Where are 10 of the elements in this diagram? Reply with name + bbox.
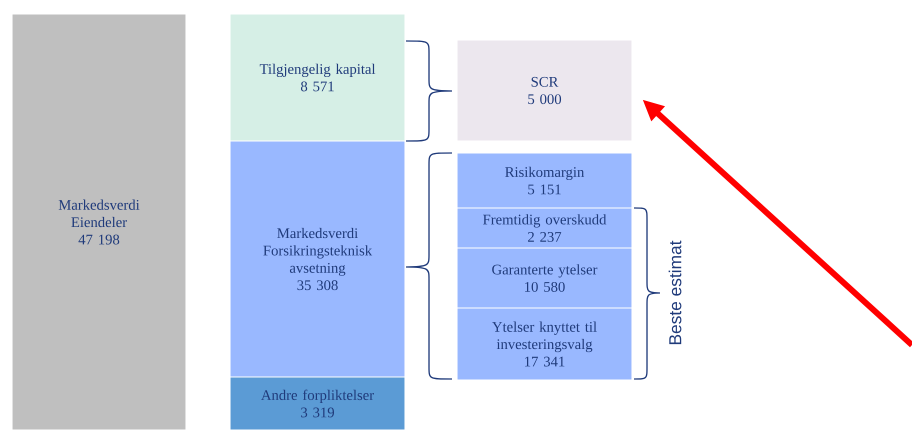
value-block: Garanterte ytelser 10 580 (456, 247, 633, 309)
value-block: Ytelser knyttet til investeringsvalg 17 341 (456, 307, 633, 381)
value-block: Fremtidig overskudd 2 237 (456, 207, 633, 249)
bracket-label: Beste estimat (668, 240, 682, 344)
value-block: Markedsverdi Forsikringsteknisk avsetning 35 308 (229, 140, 406, 378)
value-block: Tilgjengelig kapital 8 571 (229, 13, 406, 142)
value-block: SCR 5 000 (456, 39, 633, 142)
value-block: Andre forpliktelser 3 319 (229, 376, 406, 430)
value-block: Risikomargin 5 151 (456, 152, 633, 209)
value-block: Markedsverdi Eiendeler 47 198 (11, 13, 187, 430)
